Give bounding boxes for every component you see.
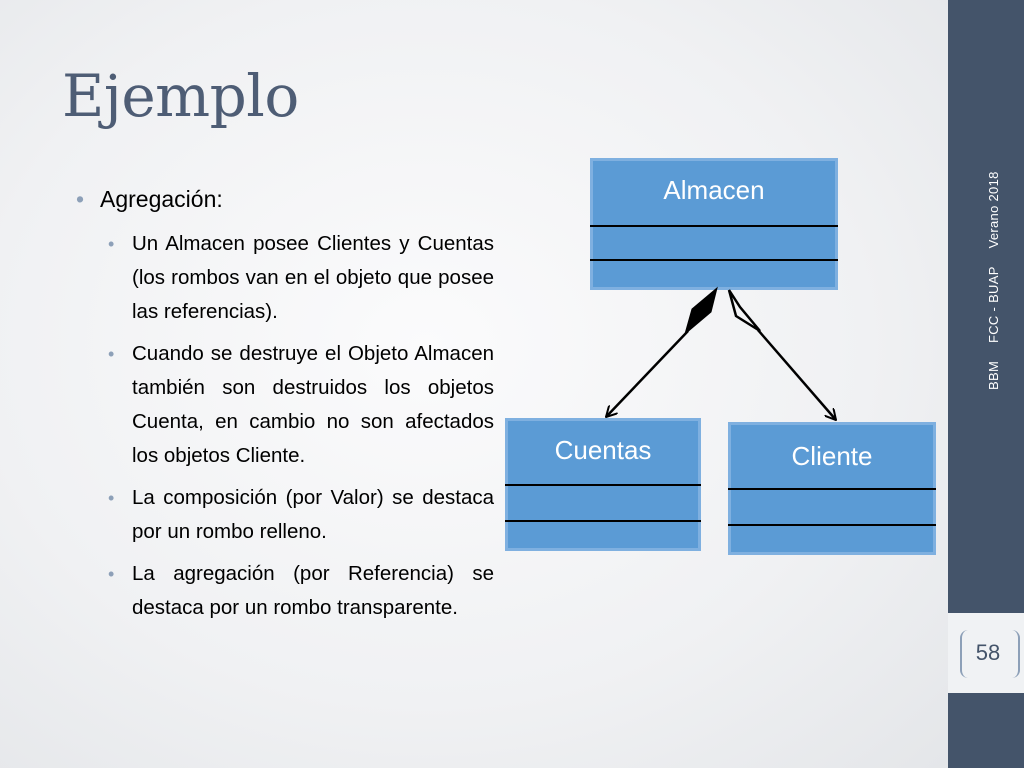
class-divider [590, 225, 838, 227]
footer-term: Verano 2018 [986, 171, 1001, 249]
class-box-cliente: Cliente [728, 422, 936, 555]
class-name-cuentas: Cuentas [554, 435, 652, 465]
aggregation-diamond [727, 289, 761, 333]
bullet-list: Agregación: Un Almacen posee Clientes y … [76, 186, 496, 633]
bullet-item: Cuando se destruye el Objeto Almacen tam… [108, 337, 494, 473]
composition-line [606, 330, 689, 417]
class-divider [728, 524, 936, 526]
footer-text: BBM FCC - BUAP Verano 2018 [986, 157, 1001, 390]
footer-bbm: BBM [986, 360, 1001, 390]
class-box-cuentas: Cuentas [505, 418, 701, 551]
association-arrows [0, 286, 948, 768]
page-number-frame [960, 630, 1020, 678]
bullet-item: La agregación (por Referencia) se destac… [108, 557, 494, 625]
class-name-cliente: Cliente [791, 441, 873, 471]
footer-fcc: FCC - BUAP [986, 266, 1001, 343]
bullet-item: La composición (por Valor) se destaca po… [108, 481, 494, 549]
class-divider [505, 484, 701, 486]
class-divider [728, 488, 936, 490]
bullet-heading: Agregación: [76, 186, 496, 213]
class-name-almacen: Almacen [663, 175, 765, 205]
bullet-item: Un Almacen posee Clientes y Cuentas (los… [108, 227, 494, 329]
slide-title: Ejemplo [62, 62, 299, 130]
composition-diamond [684, 286, 718, 336]
page-number: 58 [975, 640, 1001, 665]
class-divider [505, 520, 701, 522]
aggregation-line [757, 329, 836, 420]
class-box-almacen: Almacen [590, 158, 838, 290]
class-divider [590, 259, 838, 261]
